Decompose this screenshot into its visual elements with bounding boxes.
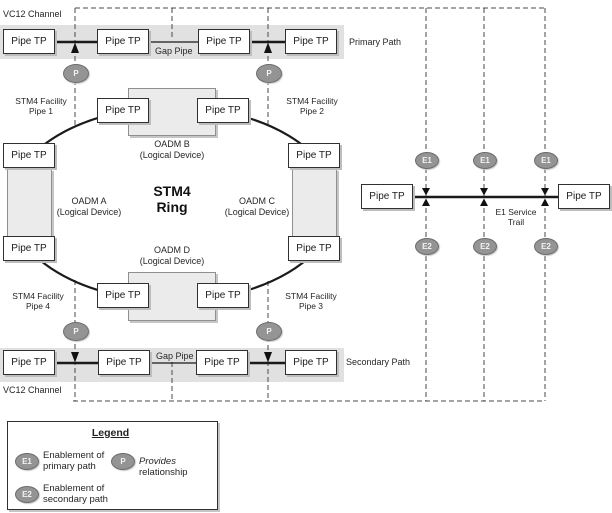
oadm-c-type: (Logical Device) bbox=[224, 206, 290, 217]
facility-pipe-2-line1: STM4 Facility bbox=[286, 96, 338, 106]
trail-label-line2: Trail bbox=[507, 217, 525, 227]
pipe-tp-secondary-1: Pipe TP bbox=[3, 350, 55, 375]
oadm-b-name: OADM B bbox=[154, 139, 190, 149]
pipe-tp-primary-4: Pipe TP bbox=[285, 29, 337, 54]
vc12-channel-top-label: VC12 Channel bbox=[3, 9, 62, 19]
legend-p-badge: P bbox=[111, 453, 135, 470]
pipe-tp-oadm-b-left: Pipe TP bbox=[97, 98, 149, 123]
stm4-facility-pipe-4-label: STM4 Facility Pipe 4 bbox=[5, 291, 71, 311]
facility-pipe-1-line2: Pipe 1 bbox=[28, 106, 54, 116]
pipe-tp-secondary-4: Pipe TP bbox=[285, 350, 337, 375]
legend-e1-badge: E1 bbox=[15, 453, 39, 470]
provides-badge-top-left: P bbox=[63, 64, 89, 83]
legend-e2-line1: Enablement of bbox=[43, 483, 105, 494]
e2-badge-1: E2 bbox=[415, 238, 439, 255]
pipe-tp-secondary-3: Pipe TP bbox=[196, 350, 248, 375]
pipe-tp-oadm-b-right: Pipe TP bbox=[197, 98, 249, 123]
stm4-ring-title: STM4 Ring bbox=[132, 183, 212, 215]
oadm-a-device-rect bbox=[7, 169, 52, 238]
vc12-channel-bottom-label: VC12 Channel bbox=[3, 385, 62, 395]
oadm-c-device-rect bbox=[292, 169, 337, 238]
oadm-a-name: OADM A bbox=[71, 196, 107, 206]
primary-path-label: Primary Path bbox=[349, 37, 402, 47]
pipe-tp-oadm-d-right: Pipe TP bbox=[197, 283, 249, 308]
legend-p-rest: relationship bbox=[139, 467, 188, 478]
trail-label-line1: E1 Service bbox=[495, 207, 537, 217]
legend: Legend E1 Enablement of primary path P P… bbox=[7, 421, 218, 510]
pipe-tp-primary-3: Pipe TP bbox=[198, 29, 250, 54]
legend-p-italic: Provides bbox=[139, 456, 176, 467]
facility-pipe-3-line1: STM4 Facility bbox=[285, 291, 337, 301]
stm4-facility-pipe-1-label: STM4 Facility Pipe 1 bbox=[8, 96, 74, 116]
legend-e1-text: Enablement of primary path bbox=[43, 450, 104, 472]
gap-pipe-top-label: Gap Pipe bbox=[155, 46, 193, 56]
oadm-a-type: (Logical Device) bbox=[56, 206, 122, 217]
facility-pipe-4-line1: STM4 Facility bbox=[12, 291, 64, 301]
legend-e2-text: Enablement of secondary path bbox=[43, 483, 108, 505]
provides-badge-bottom-right: P bbox=[256, 322, 282, 341]
pipe-tp-oadm-a-bottom: Pipe TP bbox=[3, 236, 55, 261]
pipe-tp-trail-right: Pipe TP bbox=[558, 184, 610, 209]
e2-badge-3: E2 bbox=[534, 238, 558, 255]
pipe-tp-secondary-2: Pipe TP bbox=[98, 350, 150, 375]
provides-arrowheads bbox=[71, 42, 272, 363]
oadm-c-name: OADM C bbox=[239, 196, 275, 206]
facility-pipe-4-line2: Pipe 4 bbox=[25, 301, 51, 311]
provides-badge-bottom-left: P bbox=[63, 322, 89, 341]
oadm-d-label: OADM D (Logical Device) bbox=[137, 245, 207, 266]
pipe-tp-oadm-d-left: Pipe TP bbox=[97, 283, 149, 308]
legend-e1-line2: primary path bbox=[43, 461, 96, 472]
enablement-arrowheads bbox=[422, 188, 549, 206]
stm4-facility-pipe-3-label: STM4 Facility Pipe 3 bbox=[278, 291, 344, 311]
oadm-c-label: OADM C (Logical Device) bbox=[222, 196, 292, 217]
provides-badge-top-right: P bbox=[256, 64, 282, 83]
oadm-b-type: (Logical Device) bbox=[139, 149, 205, 160]
oadm-d-name: OADM D bbox=[154, 245, 190, 255]
oadm-b-label: OADM B (Logical Device) bbox=[137, 139, 207, 160]
facility-pipe-1-line1: STM4 Facility bbox=[15, 96, 67, 106]
e1-badge-3: E1 bbox=[534, 152, 558, 169]
secondary-path-label: Secondary Path bbox=[346, 357, 411, 367]
legend-e2-badge: E2 bbox=[15, 486, 39, 503]
e1-badge-1: E1 bbox=[415, 152, 439, 169]
e1-badge-2: E1 bbox=[473, 152, 497, 169]
pipe-tp-trail-left: Pipe TP bbox=[361, 184, 413, 209]
facility-pipe-3-line2: Pipe 3 bbox=[298, 301, 324, 311]
pipe-tp-oadm-a-top: Pipe TP bbox=[3, 143, 55, 168]
legend-e2-line2: secondary path bbox=[43, 494, 108, 505]
pipe-tp-primary-2: Pipe TP bbox=[97, 29, 149, 54]
pipe-tp-oadm-c-top: Pipe TP bbox=[288, 143, 340, 168]
pipe-tp-oadm-c-bottom: Pipe TP bbox=[288, 236, 340, 261]
oadm-a-label: OADM A (Logical Device) bbox=[54, 196, 124, 217]
legend-e1-line1: Enablement of bbox=[43, 450, 105, 461]
oadm-d-type: (Logical Device) bbox=[139, 255, 205, 266]
e2-badge-2: E2 bbox=[473, 238, 497, 255]
facility-pipe-2-line2: Pipe 2 bbox=[299, 106, 325, 116]
pipe-tp-primary-1: Pipe TP bbox=[3, 29, 55, 54]
gap-pipe-bottom-label: Gap Pipe bbox=[156, 351, 194, 361]
e1-service-trail-label: E1 Service Trail bbox=[483, 207, 549, 227]
ring-title-line2: Ring bbox=[156, 199, 188, 215]
stm4-facility-pipe-2-label: STM4 Facility Pipe 2 bbox=[279, 96, 345, 116]
ring-title-line1: STM4 bbox=[153, 183, 191, 199]
legend-p-text: Provides relationship bbox=[139, 456, 188, 478]
legend-title: Legend bbox=[91, 427, 130, 439]
